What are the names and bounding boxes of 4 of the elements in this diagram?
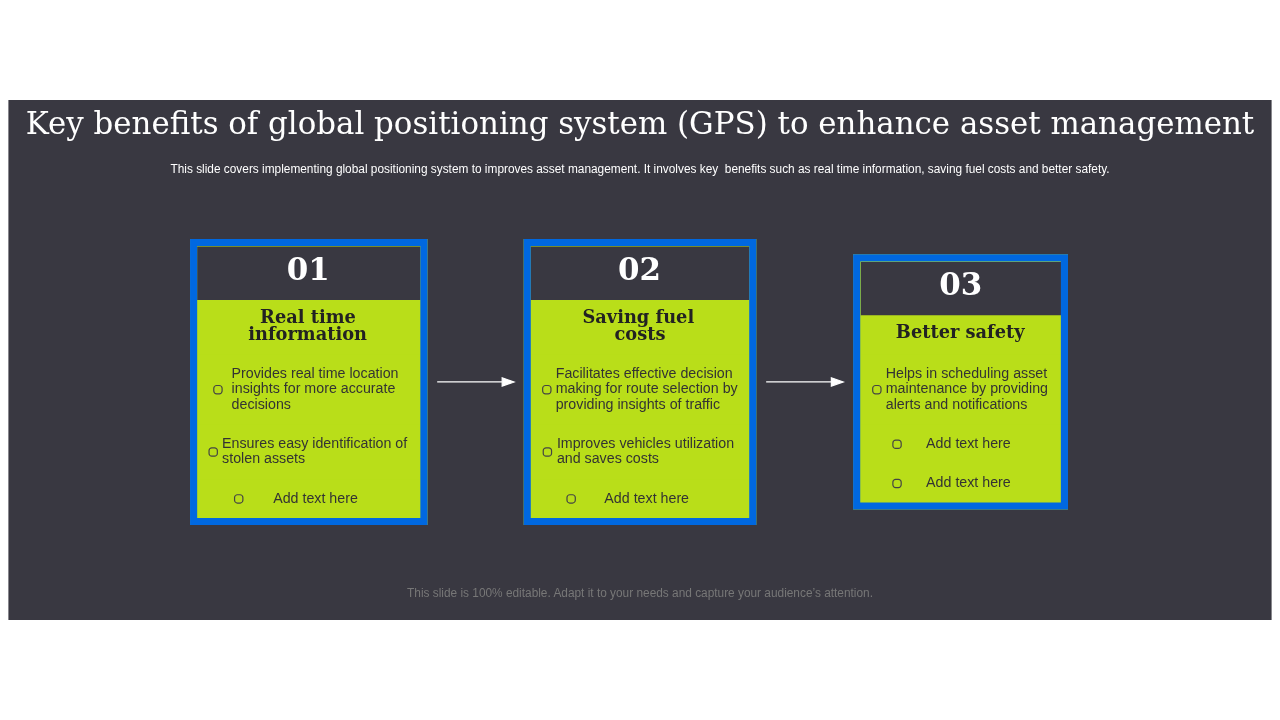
diagram-title: Key benefits of global positioning system (GPS) to enhance asset management: [25, 105, 1255, 142]
arrow: [765, 376, 846, 387]
arrow: [436, 376, 516, 387]
label: This slide covers implementing global positioning system to improves asset management. It involves key benefits such as real time information, saving fuel costs and better safety.: [170, 162, 1110, 177]
